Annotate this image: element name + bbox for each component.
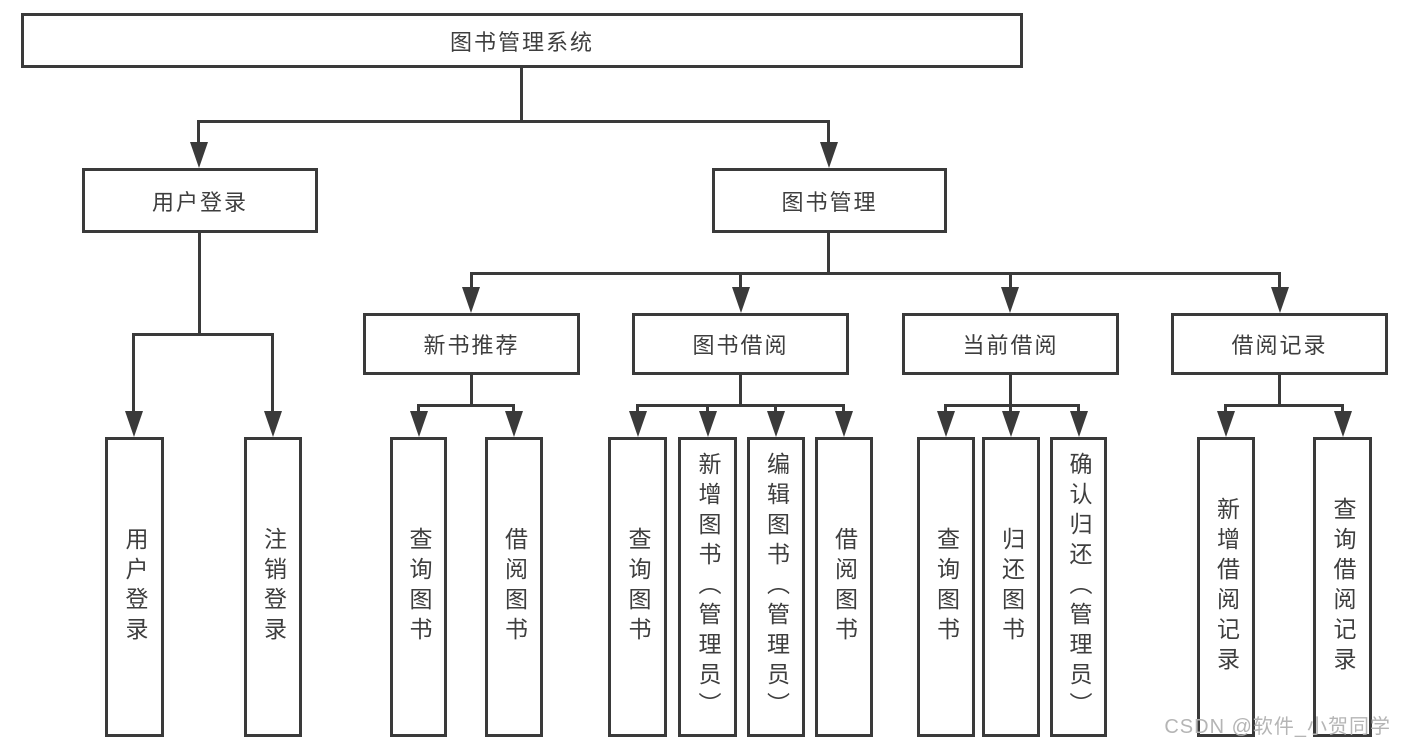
arrow-to-leaf-user-login <box>125 411 143 437</box>
connector-to-book-mgmt-stem <box>827 120 830 145</box>
connector-to-leaf-user-login-stem <box>132 333 135 413</box>
arrow-to-borrow-records <box>1271 287 1289 313</box>
node-leaf-confirm-return: 确认归还（管理员） <box>1050 437 1107 737</box>
node-leaf-query-book-current: 查询图书 <box>917 437 975 737</box>
connector-borrow-records-branch <box>1226 404 1343 407</box>
arrow-to-leaf-add-record <box>1217 411 1235 437</box>
connector-new-book-rec-branch <box>418 404 515 407</box>
connector-leaf-stem <box>774 404 777 414</box>
node-user-login: 用户登录 <box>82 168 318 233</box>
node-leaf-borrow-book-borrow: 借阅图书 <box>815 437 873 737</box>
arrow-to-leaf-borrow-book-rec <box>505 411 523 437</box>
arrow-to-leaf-return-book <box>1002 411 1020 437</box>
node-new-book-rec: 新书推荐 <box>363 313 580 375</box>
arrow-to-user-login <box>190 142 208 168</box>
node-book-borrow: 图书借阅 <box>632 313 849 375</box>
arrow-to-current-borrow <box>1001 287 1019 313</box>
connector-leaf-stem <box>944 404 947 414</box>
connector-new-book-rec-stem <box>470 375 473 407</box>
connector-user-login-branch <box>134 333 274 336</box>
node-leaf-user-login: 用户登录 <box>105 437 164 737</box>
arrow-to-leaf-borrow-book-borrow <box>835 411 853 437</box>
node-leaf-edit-book: 编辑图书（管理员） <box>747 437 805 737</box>
node-leaf-add-book: 新增图书（管理员） <box>678 437 737 737</box>
connector-leaf-stem <box>706 404 709 414</box>
arrow-to-new-book-rec <box>462 287 480 313</box>
node-borrow-records: 借阅记录 <box>1171 313 1388 375</box>
connector-to-new-book-rec-stem <box>470 272 473 290</box>
node-root: 图书管理系统 <box>21 13 1023 68</box>
watermark: CSDN @软件_小贺同学 <box>1164 716 1391 738</box>
connector-leaf-stem <box>512 404 515 414</box>
connector-borrow-records-stem <box>1278 375 1281 407</box>
connector-to-current-borrow-stem <box>1009 272 1012 290</box>
connector-leaf-stem <box>1009 404 1012 414</box>
connector-current-borrow-stem <box>1009 375 1012 407</box>
connector-book-borrow-stem <box>739 375 742 407</box>
node-leaf-borrow-book-rec: 借阅图书 <box>485 437 543 737</box>
connector-current-borrow-branch <box>946 404 1079 407</box>
arrow-to-book-mgmt <box>820 142 838 168</box>
arrow-to-book-borrow <box>732 287 750 313</box>
arrow-to-leaf-add-book <box>699 411 717 437</box>
connector-book-mgmt-stem <box>827 233 830 275</box>
connector-leaf-stem <box>842 404 845 414</box>
arrow-to-leaf-query-book-borrow <box>629 411 647 437</box>
connector-book-borrow-branch <box>637 404 844 407</box>
connector-to-user-login-stem <box>197 120 200 145</box>
connector-book-mgmt-branch <box>471 272 1280 275</box>
connector-root-branch <box>199 120 829 123</box>
arrow-to-leaf-edit-book <box>767 411 785 437</box>
node-book-mgmt: 图书管理 <box>712 168 947 233</box>
connector-leaf-stem <box>636 404 639 414</box>
connector-to-borrow-records-stem <box>1278 272 1281 290</box>
node-leaf-add-record: 新增借阅记录 <box>1197 437 1255 737</box>
connector-leaf-stem <box>417 404 420 414</box>
arrow-to-leaf-query-record <box>1334 411 1352 437</box>
node-leaf-query-book-rec: 查询图书 <box>390 437 447 737</box>
connector-user-login-stem <box>198 233 201 336</box>
node-current-borrow: 当前借阅 <box>902 313 1119 375</box>
connector-leaf-stem <box>1341 404 1344 414</box>
arrow-to-leaf-logout <box>264 411 282 437</box>
arrow-to-leaf-query-book-current <box>937 411 955 437</box>
connector-leaf-stem <box>1224 404 1227 414</box>
arrow-to-leaf-query-book-rec <box>410 411 428 437</box>
connector-to-book-borrow-stem <box>739 272 742 290</box>
connector-to-leaf-logout-stem <box>271 333 274 413</box>
node-leaf-logout: 注销登录 <box>244 437 302 737</box>
node-leaf-return-book: 归还图书 <box>982 437 1040 737</box>
arrow-to-leaf-confirm-return <box>1070 411 1088 437</box>
connector-root-stem <box>520 68 523 121</box>
node-leaf-query-book-borrow: 查询图书 <box>608 437 667 737</box>
connector-leaf-stem <box>1077 404 1080 414</box>
node-leaf-query-record: 查询借阅记录 <box>1313 437 1372 737</box>
